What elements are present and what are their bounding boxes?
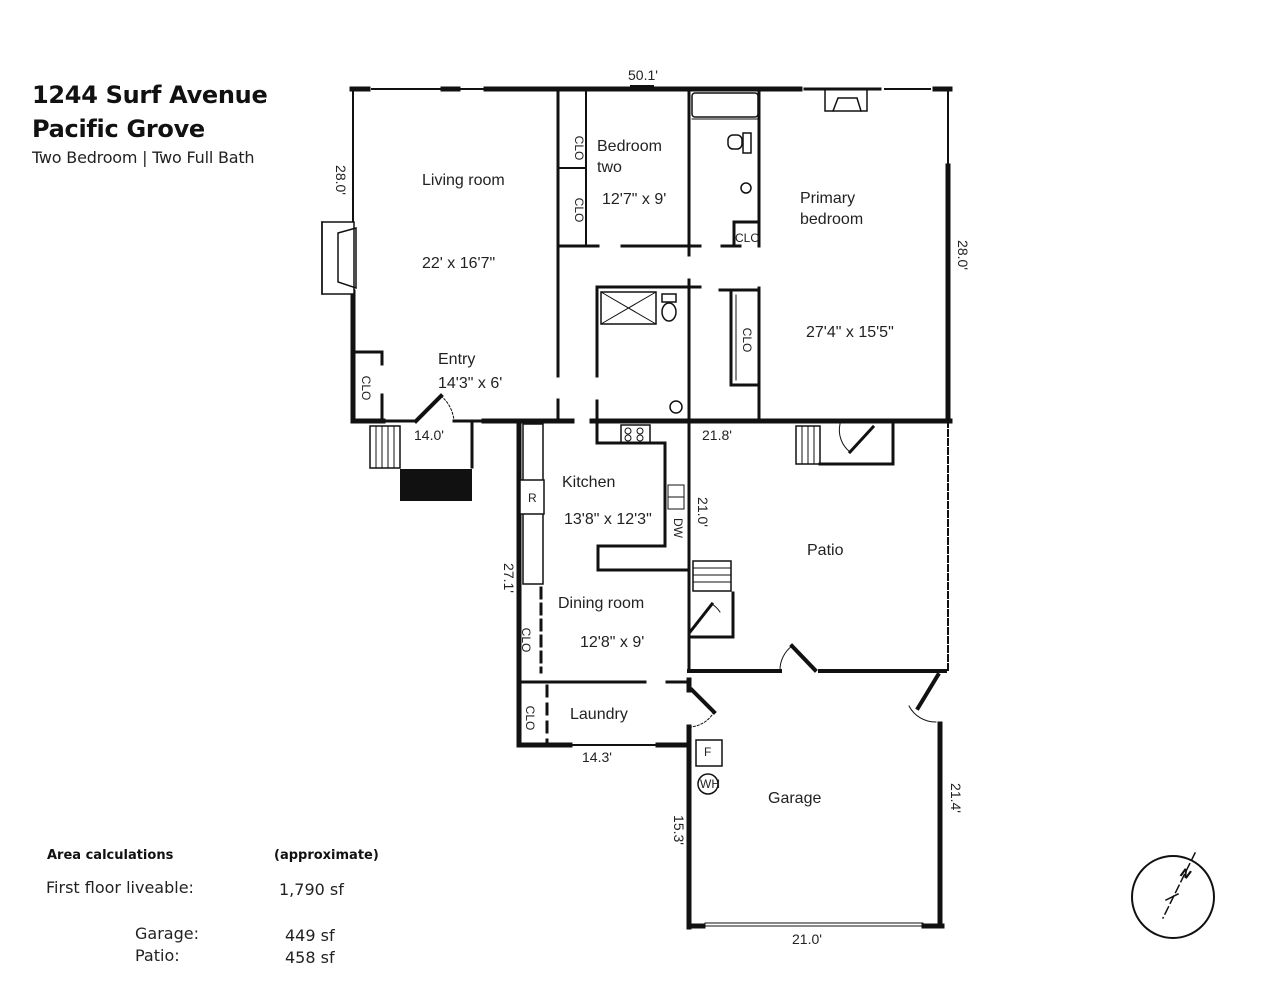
- closet-label: CLO: [740, 328, 754, 353]
- area-row-value: 458 sf: [285, 948, 335, 967]
- compass-north-label: N: [1178, 865, 1193, 882]
- dimension-laundry-width: 14.3': [582, 749, 612, 765]
- dimension-garage-right: 21.4': [948, 783, 964, 813]
- furnace-label: F: [704, 745, 711, 759]
- water-heater-label: WH: [700, 777, 720, 791]
- laundry-label: Laundry: [570, 706, 628, 723]
- entry-steps: [369, 425, 472, 501]
- closet-label: CLO: [572, 136, 586, 161]
- bedroom-two-size: 12'7" x 9': [602, 191, 666, 208]
- closet-label: CLO: [735, 231, 760, 245]
- kitchen-size: 13'8" x 12'3": [564, 511, 652, 528]
- address-line-1: 1244 Surf Avenue: [32, 81, 268, 109]
- living-room-size: 22' x 16'7": [422, 255, 495, 272]
- dimension-left-height: 28.0': [333, 165, 349, 195]
- bedroom-two-label-2: two: [597, 159, 622, 176]
- patio-label: Patio: [807, 542, 844, 559]
- exterior-wall-left: [321, 88, 357, 423]
- title-block: 1244 Surf Avenue Pacific Grove Two Bedro…: [32, 78, 268, 167]
- area-heading: Area calculations: [47, 848, 174, 863]
- area-row-label: First floor liveable:: [46, 878, 194, 897]
- garage-label: Garage: [768, 790, 821, 807]
- entry-size: 14'3" x 6': [438, 375, 502, 392]
- patio-outline: [687, 420, 949, 673]
- kitchen-label: Kitchen: [562, 474, 615, 491]
- area-row-label: Patio:: [135, 946, 180, 965]
- closet-label: CLO: [523, 706, 537, 731]
- property-subtitle: Two Bedroom | Two Full Bath: [32, 148, 255, 167]
- bedroom-two-label-1: Bedroom: [597, 138, 662, 155]
- dimension-patio-side: 21.0': [695, 497, 711, 527]
- dishwasher-label: DW: [671, 518, 685, 539]
- primary-bedroom-label-1: Primary: [800, 190, 855, 207]
- area-row-value: 449 sf: [285, 926, 335, 945]
- area-note: (approximate): [274, 848, 379, 863]
- dining-room-size: 12'8" x 9': [580, 634, 644, 651]
- address-line-2: Pacific Grove: [32, 115, 205, 143]
- area-row-value: 1,790 sf: [279, 880, 344, 899]
- primary-bedroom-label-2: bedroom: [800, 211, 863, 228]
- closet-label: CLO: [572, 198, 586, 223]
- garage-outline: [686, 672, 945, 930]
- dimension-entry-width: 14.0': [414, 427, 444, 443]
- dimension-patio-top: 21.8': [702, 427, 732, 443]
- dimension-kitchen-dining-side: 27.1': [501, 563, 517, 593]
- living-room-label: Living room: [422, 172, 505, 189]
- entry-label: Entry: [438, 351, 475, 368]
- dining-room-label: Dining room: [558, 595, 644, 612]
- primary-bedroom-size: 27'4" x 15'5": [806, 324, 894, 341]
- dimension-garage-width: 21.0': [792, 931, 822, 947]
- dimension-garage-left: 15.3': [671, 815, 687, 845]
- closet-label: CLO: [359, 376, 373, 401]
- refrigerator-label: R: [528, 491, 537, 505]
- area-calculations: Area calculations (approximate) First fl…: [46, 846, 406, 976]
- compass-rose: [1131, 851, 1215, 939]
- dimension-right-height: 28.0': [955, 240, 971, 270]
- area-row-label: Garage:: [135, 924, 199, 943]
- dimension-top-width: 50.1': [628, 67, 658, 83]
- closet-label: CLO: [519, 628, 533, 653]
